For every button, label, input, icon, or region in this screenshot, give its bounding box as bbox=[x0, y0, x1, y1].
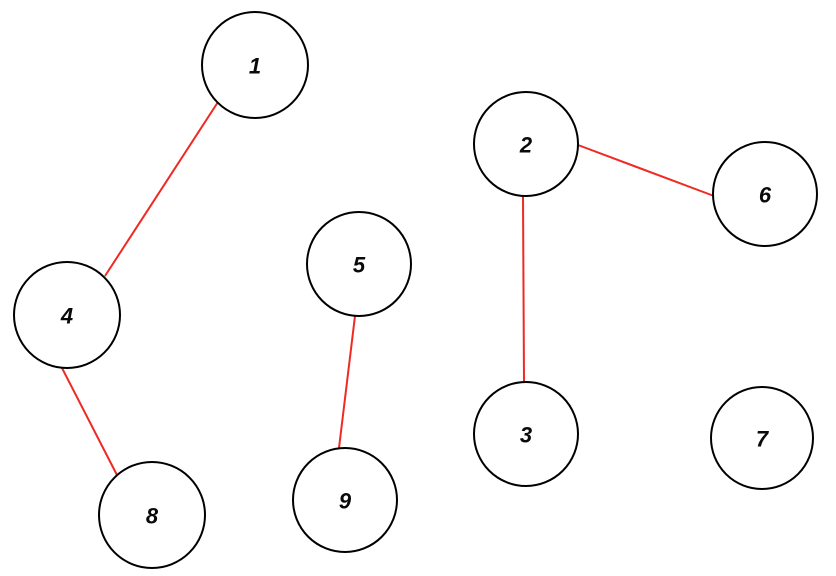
graph-node-2[interactable]: 2 bbox=[473, 91, 579, 197]
node-label-6: 6 bbox=[759, 183, 772, 208]
node-label-5: 5 bbox=[353, 253, 366, 278]
node-circle-3[interactable] bbox=[473, 381, 579, 487]
node-label-8: 8 bbox=[146, 504, 159, 529]
graph-node-6[interactable]: 6 bbox=[712, 141, 818, 247]
node-circle-9[interactable] bbox=[292, 447, 398, 553]
node-label-7: 7 bbox=[756, 427, 770, 452]
node-label-1: 1 bbox=[249, 54, 261, 79]
graph-node-9[interactable]: 9 bbox=[292, 447, 398, 553]
node-label-9: 9 bbox=[339, 489, 352, 514]
graph-node-4[interactable]: 4 bbox=[13, 261, 121, 369]
graph-node-1[interactable]: 1 bbox=[201, 11, 309, 119]
node-label-2: 2 bbox=[519, 133, 533, 158]
graph-node-5[interactable]: 5 bbox=[306, 211, 412, 317]
node-circle-5[interactable] bbox=[306, 211, 412, 317]
edges-layer bbox=[61, 101, 715, 478]
graph-edge-5-9 bbox=[338, 315, 356, 449]
node-circle-8[interactable] bbox=[98, 461, 206, 569]
node-circle-1[interactable] bbox=[201, 11, 309, 119]
node-circle-4[interactable] bbox=[13, 261, 121, 369]
node-label-3: 3 bbox=[520, 423, 532, 448]
node-circle-6[interactable] bbox=[712, 141, 818, 247]
graph-edge-2-6 bbox=[577, 144, 715, 197]
graph-edge-4-8 bbox=[61, 367, 119, 478]
node-circle-7[interactable] bbox=[710, 386, 814, 490]
nodes-layer: 1 2 3 4 5 6 7 8 9 bbox=[13, 11, 818, 569]
node-circle-2[interactable] bbox=[473, 91, 579, 197]
graph-edge-2-3 bbox=[522, 195, 525, 383]
graph-node-3[interactable]: 3 bbox=[473, 381, 579, 487]
graph-node-8[interactable]: 8 bbox=[98, 461, 206, 569]
node-label-4: 4 bbox=[60, 304, 73, 329]
graph-node-7[interactable]: 7 bbox=[710, 386, 814, 490]
graph-edge-1-4 bbox=[104, 101, 219, 277]
